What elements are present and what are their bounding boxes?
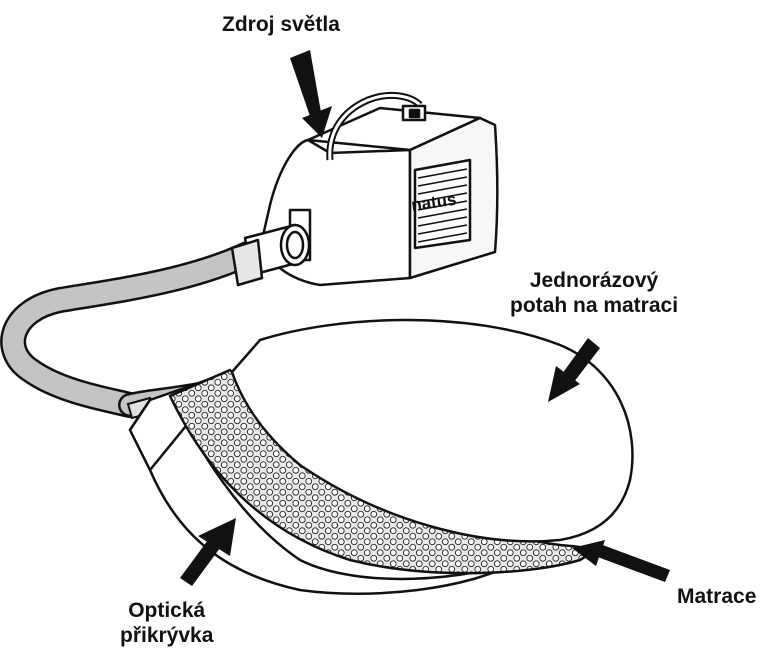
label-mattress-text: Matrace	[677, 585, 756, 608]
label-light-source: Zdroj světla	[222, 12, 340, 37]
light-source-unit	[232, 95, 497, 285]
label-cover-line1: Jednorázový	[510, 268, 678, 293]
label-blanket-line2: přikrývka	[120, 623, 213, 648]
label-light-source-text: Zdroj světla	[222, 13, 340, 36]
arrow-mattress	[572, 540, 670, 582]
label-cover-line2: potah na matraci	[510, 293, 678, 318]
label-mattress: Matrace	[677, 584, 756, 609]
label-blanket-line1: Optická	[120, 598, 213, 623]
label-optical-blanket: Optická přikrývka	[120, 598, 213, 648]
label-disposable-cover: Jednorázový potah na matraci	[510, 268, 678, 318]
arrow-light-source	[290, 50, 332, 138]
